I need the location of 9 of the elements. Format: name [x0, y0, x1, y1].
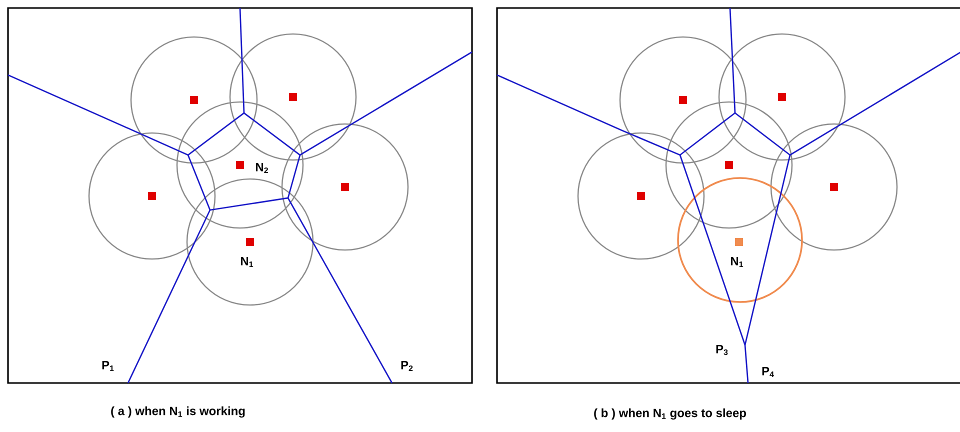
point-label: N$_{1}$: [241, 256, 254, 268]
point-label: N$_{2}$: [256, 162, 268, 174]
point-label: P$_{4}$: [762, 366, 774, 378]
point-label: P$_{3}$: [716, 344, 728, 356]
panel-caption: ( b ) when N$_{1}$ goes to sleep: [594, 408, 746, 420]
point-label: P$_{1}$: [102, 360, 114, 372]
panel-caption: ( a ) when N$_{1}$ is working: [111, 406, 245, 418]
point-label: P$_{2}$: [401, 360, 413, 372]
point-label: N$_{1}$: [731, 256, 744, 268]
